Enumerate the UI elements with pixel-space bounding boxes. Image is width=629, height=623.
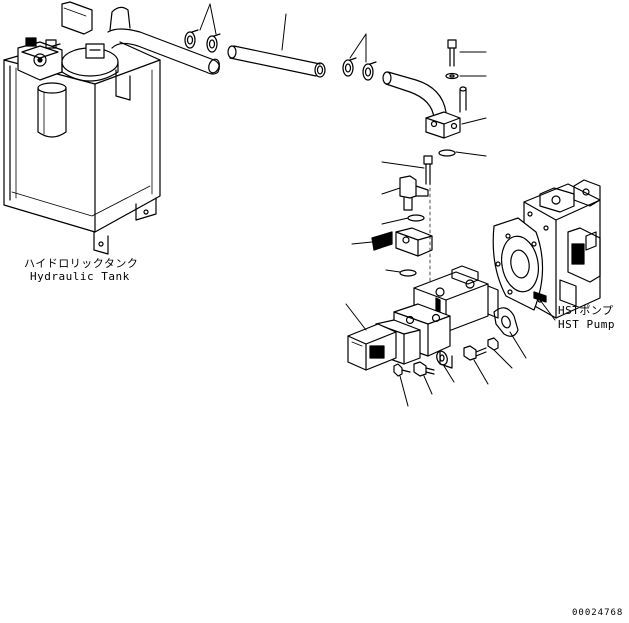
o-ring-upper (438, 149, 456, 157)
hose-clamp-right (342, 57, 377, 81)
hydraulic-tank-label-en: Hydraulic Tank (30, 270, 130, 283)
hst-pump (492, 179, 601, 319)
hose-clamp-left (184, 29, 221, 53)
mounting-bolts (393, 337, 499, 377)
hydraulic-tank (3, 1, 161, 255)
elbow-tube (382, 39, 467, 139)
drawing-id: 00024768 (572, 608, 624, 618)
fitting-stack (371, 155, 433, 291)
hst-pump-label-en: HST Pump (558, 318, 615, 331)
gear-pump (347, 265, 499, 371)
hst-pump-label-jp: HSTポンプ (558, 304, 614, 317)
hydraulic-tank-label-jp: ハイドロリックタンク (24, 257, 139, 270)
gasket (493, 307, 519, 337)
hose (227, 45, 326, 78)
leader-lines (199, 3, 556, 407)
suction-pipe (107, 6, 220, 75)
